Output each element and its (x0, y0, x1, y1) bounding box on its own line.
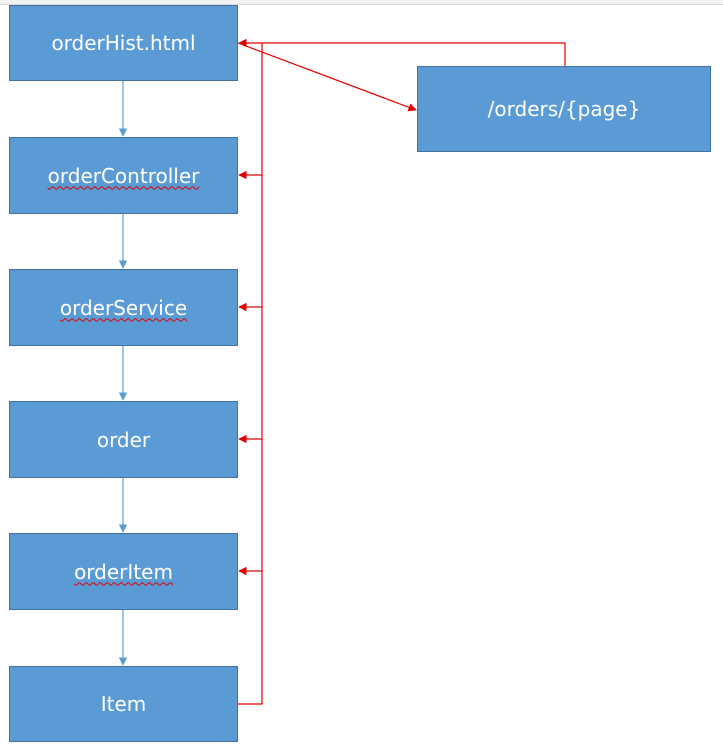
node-item: Item (9, 666, 238, 742)
window-top-edge (0, 0, 723, 5)
node-label: orderService (59, 295, 188, 320)
node-label: /orders/{page} (487, 97, 641, 121)
node-orders-page: /orders/{page} (417, 66, 711, 152)
red-path-orders-page-to-orderhist (262, 42, 566, 66)
node-label: Item (100, 692, 147, 716)
node-ordercontroller: orderController (9, 137, 238, 214)
node-orderservice: orderService (9, 269, 238, 346)
red-return-path (238, 43, 263, 705)
node-order: order (9, 401, 238, 478)
node-label: orderController (47, 163, 200, 188)
node-label: orderItem (74, 559, 173, 584)
node-orderhist-html: orderHist.html (9, 5, 238, 81)
node-orderitem: orderItem (9, 533, 238, 610)
node-label: order (96, 427, 151, 452)
node-label: orderHist.html (51, 31, 196, 55)
red-arrow-orderhist-to-orders-page (237, 42, 417, 112)
